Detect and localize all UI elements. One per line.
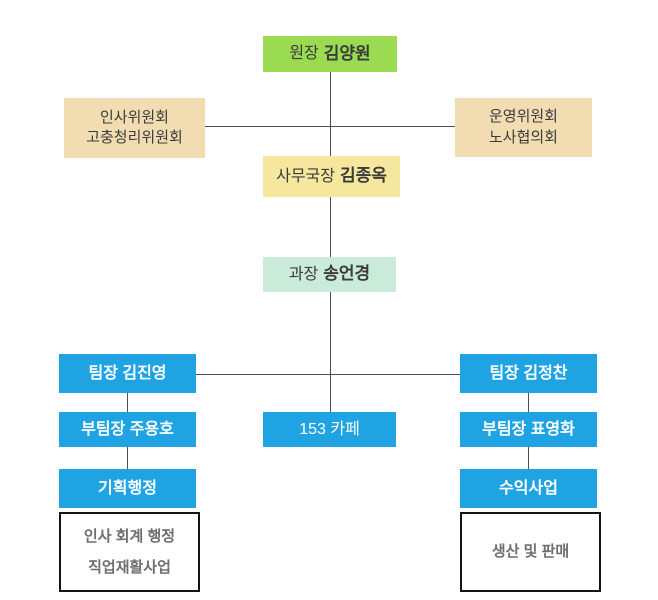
left-scope-box: 인사 회계 행정 직업재활사업 [59,512,200,592]
manager-box: 과장 송언경 [263,257,396,292]
cafe-unit-box: 153 카페 [263,412,396,447]
ops-committee-box: 운영위원회 노사협의회 [455,91,597,163]
secretary-general-box: 사무국장 김종옥 [263,156,400,197]
hr-committee-box: 인사위원회 고충청리위원회 [64,98,205,158]
connector-committees [205,126,455,127]
right-deputy-box: 부팀장 표영화 [460,412,597,447]
right-deputy-label: 부팀장 표영화 [482,420,575,438]
connector-secretary-manager [330,197,331,257]
left-deputy-box: 부팀장 주용호 [59,412,196,447]
left-scope-line2: 직업재활사업 [88,559,171,576]
secretary-general-title: 사무국장 [276,167,335,185]
ops-committee-line1: 운영위원회 [488,108,558,126]
right-department-label: 수익사업 [499,479,558,497]
director-name: 김양원 [323,43,371,63]
hr-committee-line1: 인사위원회 [99,108,169,126]
left-department-box: 기획행정 [59,469,196,508]
right-team-leader-box: 팀장 김정찬 [460,354,597,393]
right-team-leader-label: 팀장 김정찬 [489,364,568,382]
connector-left-deputy-dept [127,447,128,469]
connector-director-secretary [330,72,331,156]
left-department-label: 기획행정 [98,479,157,497]
manager-title: 과장 [288,265,319,283]
left-scope-line1: 인사 회계 행정 [83,527,176,545]
director-title: 원장 [289,45,319,63]
ops-committee-line2: 노사협의회 [488,128,558,146]
left-team-leader-label: 팀장 김진영 [88,364,167,382]
connector-left-leader-deputy [127,393,128,412]
left-deputy-label: 부팀장 주용호 [81,420,174,438]
secretary-general-name: 김종옥 [339,166,387,186]
cafe-unit-label: 153 카페 [299,420,360,438]
director-box: 원장 김양원 [263,36,397,72]
connector-right-deputy-dept [528,447,529,469]
connector-manager-teams [330,292,331,412]
right-department-box: 수익사업 [460,469,597,508]
left-team-leader-box: 팀장 김진영 [59,354,196,393]
connector-team-leaders [196,374,460,375]
connector-right-leader-deputy [528,393,529,412]
right-scope-box: 생산 및 판매 [460,512,601,592]
right-scope-line1: 생산 및 판매 [491,543,570,561]
hr-committee-line2: 고충청리위원회 [86,129,183,146]
manager-name: 송언경 [323,264,371,284]
